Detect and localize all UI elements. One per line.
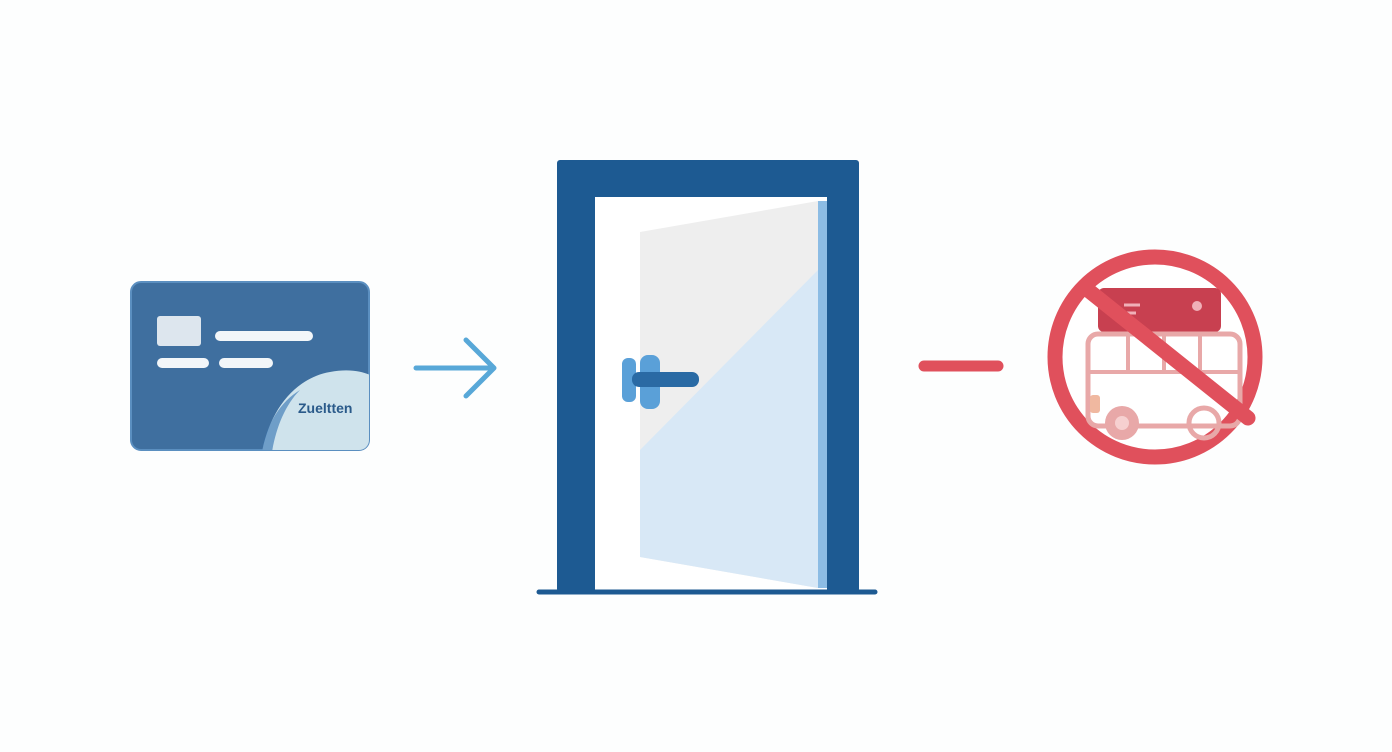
card-line-1: [215, 331, 313, 341]
card-label: Zueltten: [298, 400, 352, 416]
arrow-right-icon: [416, 340, 494, 396]
id-card-icon: Zueltten: [131, 282, 372, 452]
card-line-3: [219, 358, 273, 368]
door-handle-bar: [632, 372, 699, 387]
card-line-2: [157, 358, 209, 368]
open-door-icon: [539, 160, 875, 592]
no-vehicle-icon: [1055, 257, 1255, 457]
card-photo-placeholder: [157, 316, 201, 346]
door-edge: [818, 201, 827, 588]
